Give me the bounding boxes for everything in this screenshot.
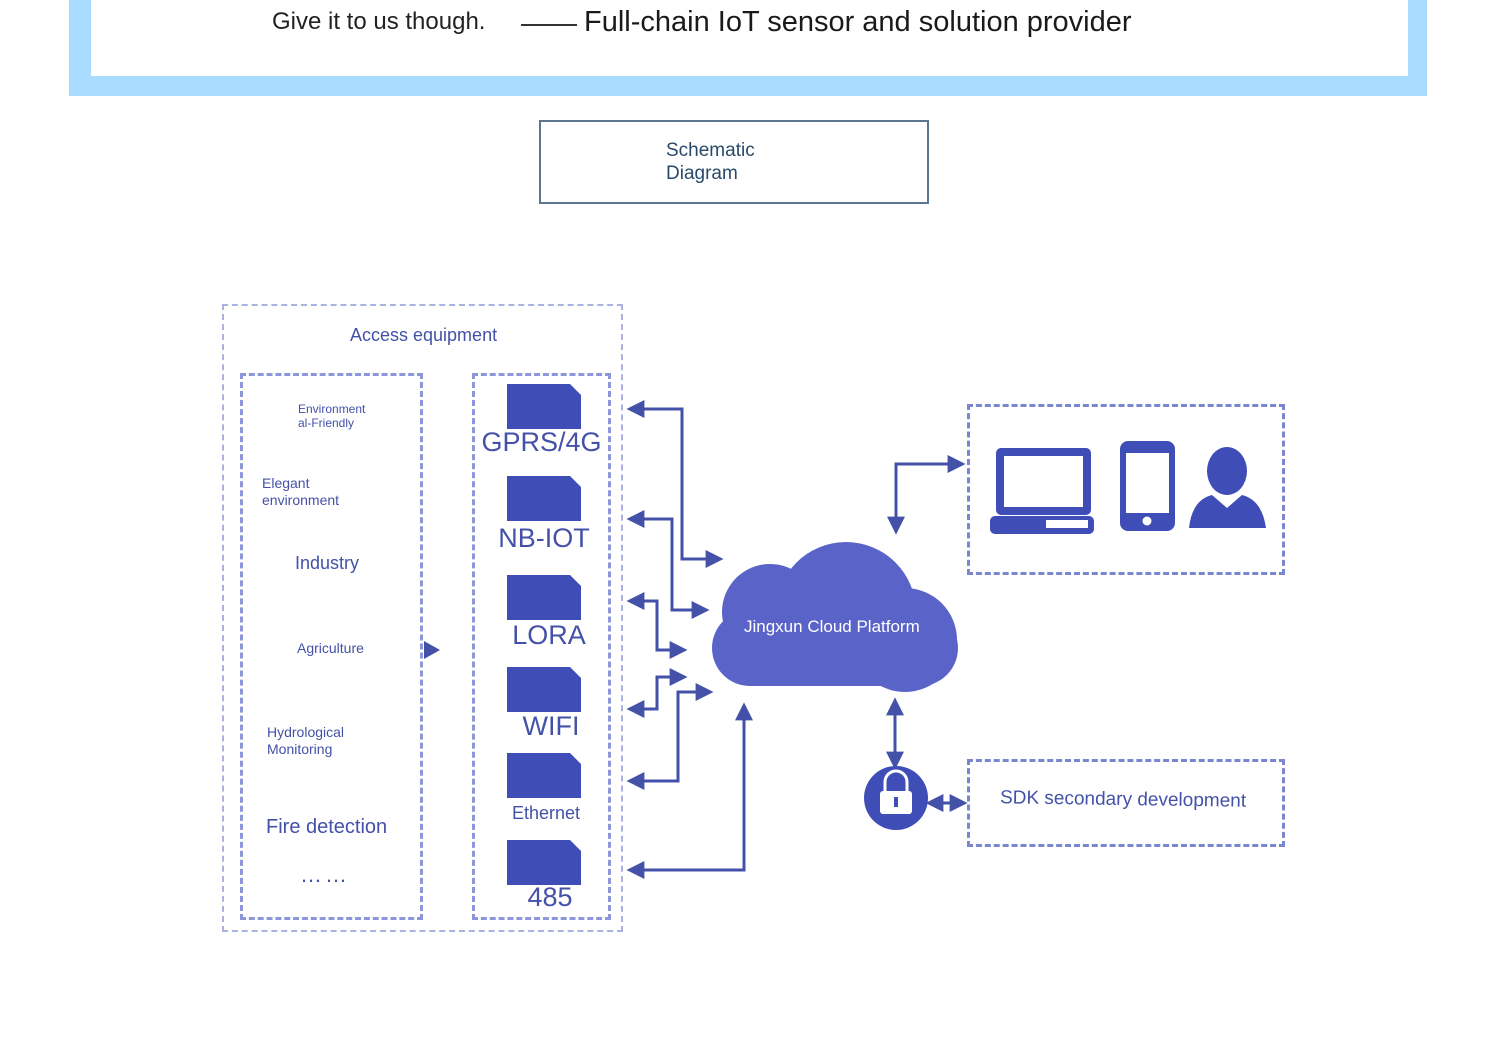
network-column xyxy=(472,373,611,920)
ethernet-connection xyxy=(626,683,714,790)
network-gprs-label: GPRS/4G xyxy=(481,427,602,457)
network-485-label: 485 xyxy=(527,882,573,912)
nbiot-connection xyxy=(626,510,710,619)
laptop-icon xyxy=(990,448,1094,534)
cloud-platform-label: Jingxun Cloud Platform xyxy=(744,617,920,636)
network-lora-label: LORA xyxy=(512,620,586,650)
sdk-label: SDK secondary development xyxy=(999,787,1247,812)
access-equipment-title: Access equipment xyxy=(350,325,498,345)
network-wifi-label: WIFI xyxy=(522,711,580,741)
lock-icon xyxy=(864,766,928,830)
banner-slogan: Give it to us though. xyxy=(272,8,486,35)
client-devices-group xyxy=(967,404,1285,575)
app-elegant-environment: Elegant environment xyxy=(262,475,340,508)
cloud-icon xyxy=(712,542,958,692)
network-nbiot-label: NB-IOT xyxy=(498,523,590,553)
cloud-to-clients-connection xyxy=(887,455,966,535)
phone-icon xyxy=(1120,441,1175,531)
apps-to-network-arrow xyxy=(424,641,440,659)
schematic-title-box xyxy=(539,120,929,204)
app-hydrological: Hydrological Monitoring xyxy=(267,724,345,757)
lora-module-icon xyxy=(507,575,581,620)
ethernet-module-icon xyxy=(507,753,581,798)
wifi-connection xyxy=(626,668,688,718)
schematic-title: Schematic Diagram xyxy=(666,140,755,184)
app-environmental: Environmental-Friendly xyxy=(298,402,366,431)
user-icon xyxy=(1189,447,1266,528)
rs485-module-icon xyxy=(507,840,581,885)
banner-inner xyxy=(91,0,1408,76)
rs485-connection xyxy=(626,702,753,879)
app-fire-detection: Fire detection xyxy=(266,816,388,838)
sdk-group xyxy=(967,759,1285,847)
gprs-module-icon xyxy=(507,384,581,429)
app-more: …… xyxy=(300,862,350,887)
app-industry: Industry xyxy=(295,553,360,573)
gprs-connection xyxy=(626,400,724,568)
banner-tagline: Full-chain IoT sensor and solution provi… xyxy=(584,6,1132,38)
lora-connection xyxy=(626,592,688,659)
wifi-module-icon xyxy=(507,667,581,712)
app-agriculture: Agriculture xyxy=(297,640,364,656)
application-column xyxy=(240,373,423,920)
access-equipment-group xyxy=(222,304,623,932)
nbiot-module-icon xyxy=(507,476,581,521)
network-ethernet-label: Ethernet xyxy=(511,803,581,823)
banner-dash xyxy=(521,24,577,26)
